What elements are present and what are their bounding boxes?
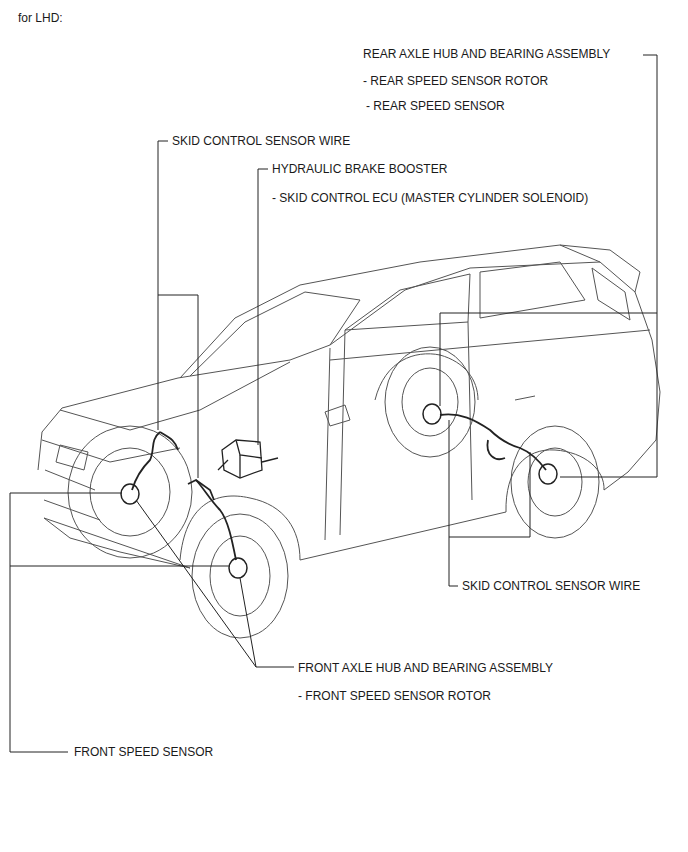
part-label: FRONT AXLE HUB AND BEARING ASSEMBLY [298, 661, 553, 675]
part-label: - FRONT SPEED SENSOR ROTOR [298, 689, 491, 703]
part-label: - REAR SPEED SENSOR [366, 99, 505, 113]
part-label: - REAR SPEED SENSOR ROTOR [363, 74, 548, 88]
part-label: HYDRAULIC BRAKE BOOSTER [272, 162, 447, 176]
part-label: SKID CONTROL SENSOR WIRE [172, 134, 350, 148]
part-label: - SKID CONTROL ECU (MASTER CYLINDER SOLE… [272, 191, 588, 205]
page-heading: for LHD: [18, 11, 63, 25]
part-label: REAR AXLE HUB AND BEARING ASSEMBLY [363, 47, 610, 61]
part-label: FRONT SPEED SENSOR [74, 745, 213, 759]
part-label: SKID CONTROL SENSOR WIRE [462, 579, 640, 593]
